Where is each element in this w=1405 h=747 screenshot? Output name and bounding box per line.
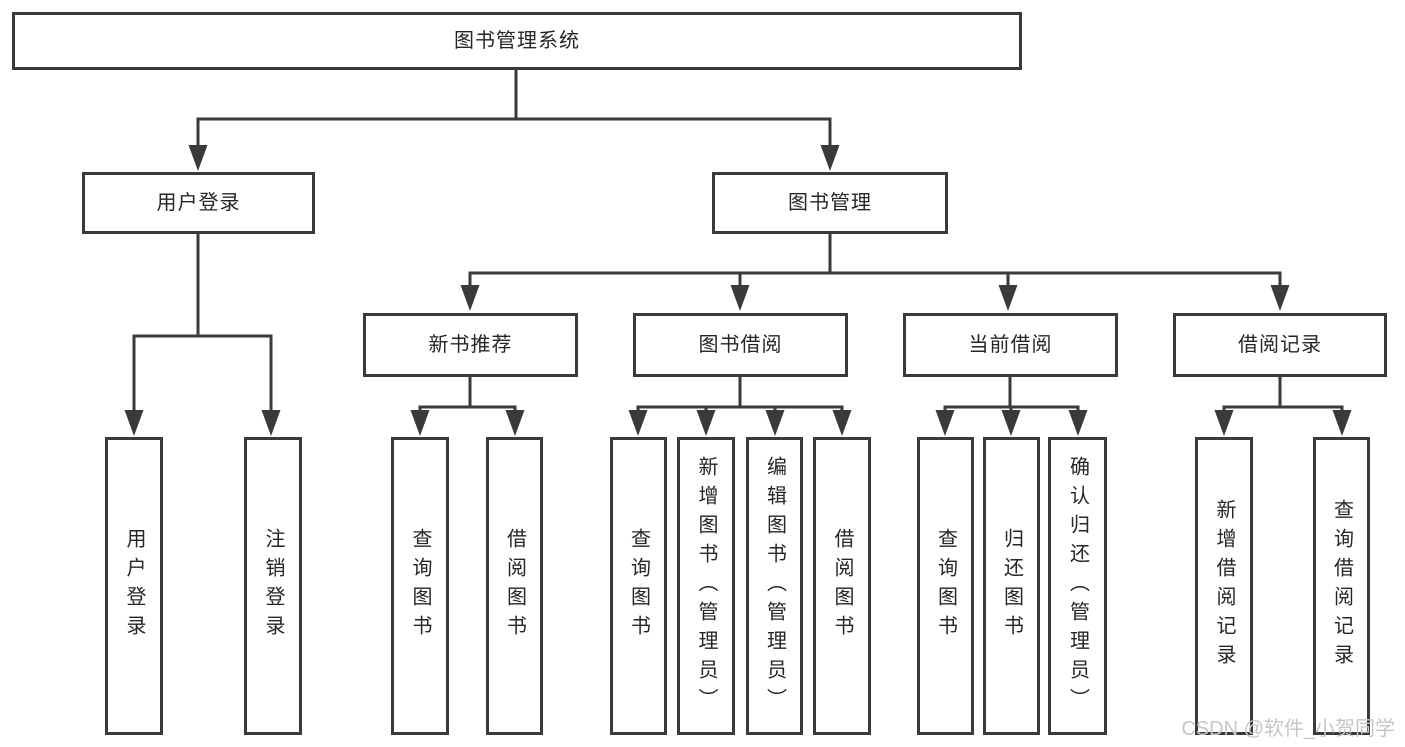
leaf-current-confirm-return-admin: 确认归还（管理员）	[1048, 437, 1107, 735]
leaf-borrow-add-books-admin: 新增图书（管理员）	[677, 437, 735, 735]
node-user-login: 用户登录	[82, 172, 315, 234]
leaf-borrow-edit-books-admin: 编辑图书（管理员）	[746, 437, 803, 735]
leaf-records-query-record: 查询借阅记录	[1313, 437, 1370, 735]
leaf-logout: 注销登录	[244, 437, 302, 735]
leaf-current-query-books: 查询图书	[917, 437, 974, 735]
node-borrowing-records: 借阅记录	[1173, 313, 1387, 377]
leaf-user-login: 用户登录	[105, 437, 163, 735]
leaf-current-return-books: 归还图书	[983, 437, 1040, 735]
leaf-recommend-borrow-books: 借阅图书	[486, 437, 543, 735]
csdn-watermark: CSDN @软件_小贺同学	[1181, 718, 1395, 740]
leaf-recommend-query-books: 查询图书	[391, 437, 449, 735]
leaf-records-add-record: 新增借阅记录	[1195, 437, 1253, 735]
leaf-borrow-borrow-books: 借阅图书	[813, 437, 871, 735]
node-new-book-recommendation: 新书推荐	[363, 313, 578, 377]
node-book-borrowing: 图书借阅	[633, 313, 848, 377]
leaf-borrow-query-books: 查询图书	[610, 437, 667, 735]
node-current-borrowing: 当前借阅	[903, 313, 1118, 377]
node-root-system: 图书管理系统	[12, 12, 1022, 70]
node-book-management: 图书管理	[712, 172, 948, 234]
